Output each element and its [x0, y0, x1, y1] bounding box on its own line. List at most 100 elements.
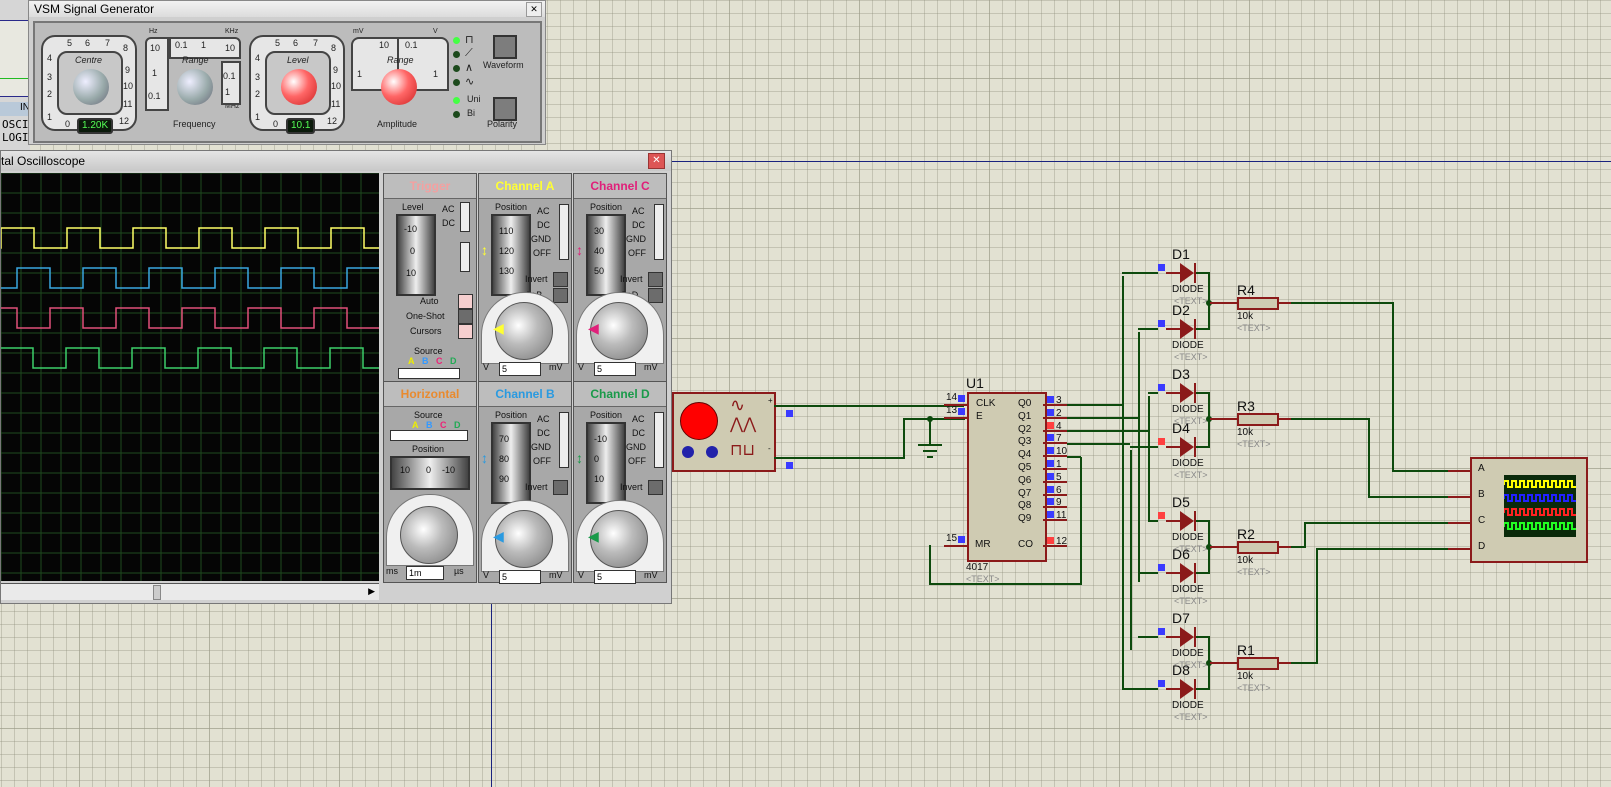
chip-pin-wire: [1043, 468, 1067, 470]
close-icon[interactable]: ✕: [648, 153, 665, 169]
horizontal-source-slider[interactable]: [390, 430, 468, 441]
chip-pin-wire: [1043, 416, 1067, 419]
auto-button[interactable]: [458, 294, 473, 309]
trigger-source-slider[interactable]: [398, 368, 460, 379]
invert-button[interactable]: [553, 272, 568, 287]
channel-a-coupling-switch[interactable]: [559, 204, 569, 260]
chip-pin-label: Q5: [1018, 462, 1032, 473]
trigger-panel: Trigger Level -10 0 10 AC DC Auto One-Sh…: [383, 173, 477, 383]
horizontal-position-drum[interactable]: [390, 456, 470, 490]
invert-button[interactable]: [648, 272, 663, 287]
timebase-value[interactable]: 1m: [406, 566, 444, 580]
wire: [1138, 328, 1158, 330]
channel-b-volts-value[interactable]: 5: [499, 570, 541, 584]
resistor-symbol[interactable]: [1237, 413, 1279, 426]
channel-d-coupling-switch[interactable]: [654, 412, 664, 468]
pin-state-indicator: [1158, 512, 1165, 519]
channel-a-volts-knob[interactable]: [495, 302, 553, 360]
channel-c-volts-value[interactable]: 5: [594, 362, 636, 376]
background-item[interactable]: LOGI: [2, 131, 29, 144]
waveform-label: Waveform: [483, 60, 524, 70]
chip-pin-label: Q0: [1018, 398, 1032, 409]
oscilloscope-window: tal Oscilloscope ✕ ▶ Trigger Level -10 0…: [0, 150, 672, 604]
resistor-value: 10k: [1237, 555, 1254, 566]
level-knob[interactable]: [281, 69, 317, 105]
background-item[interactable]: OSCI: [2, 118, 29, 131]
resistor-symbol[interactable]: [1237, 657, 1279, 670]
diode-symbol[interactable]: [1180, 383, 1194, 403]
pin-state-indicator: [958, 536, 965, 543]
channel-c-volts-knob[interactable]: [590, 302, 648, 360]
diode-type: DIODE: [1172, 284, 1204, 295]
chip-pin-label: CLK: [976, 398, 996, 409]
diode-symbol[interactable]: [1180, 263, 1194, 283]
resistor-value: 10k: [1237, 427, 1254, 438]
diode-symbol[interactable]: [1180, 511, 1194, 531]
waveform-button[interactable]: [493, 35, 517, 59]
wire: [1122, 276, 1124, 690]
chip-part: 4017: [966, 562, 989, 573]
diode-symbol[interactable]: [1180, 563, 1194, 583]
invert-button[interactable]: [648, 480, 663, 495]
chip-pin-label: Q8: [1018, 500, 1032, 512]
resistor-symbol[interactable]: [1237, 541, 1279, 554]
wire: [1138, 332, 1140, 582]
centre-knob[interactable]: [73, 69, 109, 105]
pin-state-indicator: [1158, 264, 1165, 271]
polarity-button[interactable]: [493, 97, 517, 121]
diode-symbol[interactable]: [1180, 319, 1194, 339]
trigger-edge-switch[interactable]: [460, 242, 470, 272]
channel-c-header: Channel C: [574, 174, 666, 199]
channel-b-header: Channel B: [479, 382, 571, 407]
close-icon[interactable]: ✕: [526, 2, 542, 17]
scroll-right-arrow-icon[interactable]: ▶: [368, 586, 375, 596]
resistor-value: 10k: [1237, 671, 1254, 682]
cursors-button[interactable]: [458, 324, 473, 339]
channel-d-volts-value[interactable]: 5: [594, 570, 636, 584]
a-plus-b-button[interactable]: [553, 288, 568, 303]
generator-pin-plus[interactable]: [786, 410, 793, 417]
channel-b-position-drum[interactable]: [491, 422, 531, 504]
resistor-ref: R4: [1237, 282, 1255, 298]
diode-ref: D2: [1172, 302, 1190, 318]
channel-c-position-drum[interactable]: [586, 214, 626, 296]
channel-a-volts-value[interactable]: 5: [499, 362, 541, 376]
sawtooth-wave-icon: ⟋: [465, 47, 473, 59]
sine-wave-led: [453, 79, 460, 86]
background-tab[interactable]: IN: [0, 102, 30, 116]
wire: [1148, 520, 1158, 522]
one-shot-button[interactable]: [458, 309, 473, 324]
pin-state-indicator: [1047, 511, 1054, 519]
diode-symbol[interactable]: [1180, 437, 1194, 457]
generator-pin-minus[interactable]: [786, 462, 793, 469]
amplitude-range-knob[interactable]: [381, 69, 417, 105]
horizontal-scrollbar[interactable]: ▶: [1, 583, 379, 600]
counter-chip-4017[interactable]: [967, 392, 1047, 562]
signal-generator-component[interactable]: ∿ ⋀⋀ ⊓⊔ + -: [672, 392, 776, 472]
am-knob-icon: [682, 446, 694, 458]
channel-d-volts-knob[interactable]: [590, 510, 648, 568]
channel-b-volts-knob[interactable]: [495, 510, 553, 568]
timebase-knob[interactable]: [400, 506, 458, 564]
oscilloscope-component[interactable]: [1470, 457, 1588, 563]
chip-pin-wire: [1043, 519, 1067, 522]
c-plus-d-button[interactable]: [648, 288, 663, 303]
scroll-thumb[interactable]: [153, 585, 161, 600]
chip-pin-wire: [1043, 545, 1067, 547]
invert-button[interactable]: [553, 480, 568, 495]
chip-pin-wire: [1043, 480, 1067, 483]
trigger-coupling-switch[interactable]: [460, 202, 470, 232]
channel-c-coupling-switch[interactable]: [654, 204, 664, 260]
mini-trace: [1503, 480, 1576, 488]
channel-d-position-drum[interactable]: [586, 422, 626, 504]
diode-symbol[interactable]: [1180, 627, 1194, 647]
pin-state-indicator: [958, 395, 965, 402]
channel-b-coupling-switch[interactable]: [559, 412, 569, 468]
frequency-range-knob[interactable]: [177, 69, 213, 105]
window-title: tal Oscilloscope: [1, 151, 671, 171]
resistor-symbol[interactable]: [1237, 297, 1279, 310]
trigger-level-drum[interactable]: [396, 214, 436, 296]
wire: [1067, 443, 1130, 445]
diode-symbol[interactable]: [1180, 679, 1194, 699]
pin-state-indicator: [1158, 680, 1165, 687]
